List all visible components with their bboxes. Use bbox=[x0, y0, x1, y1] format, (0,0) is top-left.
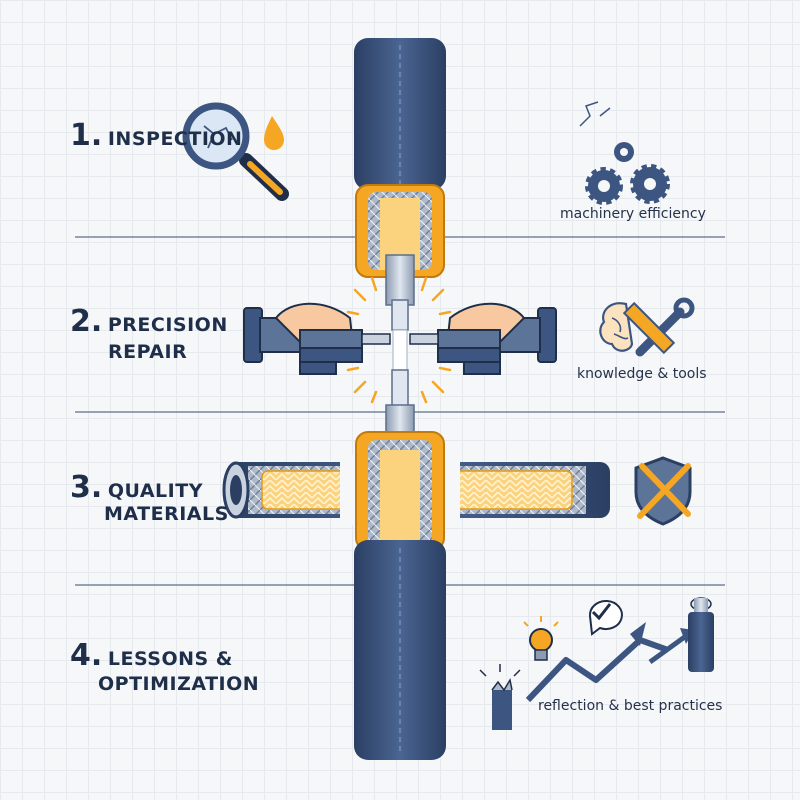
step-inspection: 1. INSPECTION bbox=[70, 118, 242, 153]
step-number: 4. bbox=[70, 638, 103, 673]
brain-icon bbox=[599, 302, 634, 352]
trend-arrow-icon bbox=[525, 622, 694, 703]
step-label: QUALITY bbox=[107, 480, 203, 502]
oil-drop-icon bbox=[264, 116, 284, 150]
ruler-icon bbox=[622, 301, 676, 355]
step-lessons-optimization: 4. LESSONS & OPTIMIZATION bbox=[70, 638, 259, 697]
step-number: 2. bbox=[70, 304, 103, 339]
shield-icon bbox=[634, 456, 692, 526]
right-hand-tool bbox=[409, 302, 557, 375]
step-precision-repair: 2. PRECISION REPAIR bbox=[70, 304, 228, 365]
step-number: 1. bbox=[70, 118, 103, 153]
step-label: LESSONS & bbox=[107, 648, 233, 670]
broken-hose-icon bbox=[479, 664, 521, 730]
step-label: INSPECTION bbox=[107, 128, 243, 150]
caption-knowledge-tools: knowledge & tools bbox=[577, 366, 707, 382]
step-label: PRECISION bbox=[107, 314, 228, 336]
left-hand-tool bbox=[243, 302, 391, 375]
vertical-hose bbox=[354, 38, 446, 760]
caption-reflection-best-practices: reflection & best practices bbox=[538, 698, 723, 714]
lightbulb-icon bbox=[523, 616, 559, 661]
caption-machinery-efficiency: machinery efficiency bbox=[560, 206, 706, 222]
step-label-line2: REPAIR bbox=[108, 341, 188, 363]
gears-icon bbox=[579, 101, 670, 205]
step-number: 3. bbox=[70, 470, 103, 505]
magnifier-icon bbox=[182, 102, 289, 201]
step-label-line2: MATERIALS bbox=[104, 503, 229, 525]
step-quality-materials: 3. QUALITY MATERIALS bbox=[70, 470, 229, 527]
spark-lines bbox=[346, 276, 452, 404]
step-label-line2: OPTIMIZATION bbox=[98, 673, 260, 695]
hose-cross-section-icon bbox=[688, 597, 714, 672]
checkmark-bubble-icon bbox=[588, 600, 623, 636]
